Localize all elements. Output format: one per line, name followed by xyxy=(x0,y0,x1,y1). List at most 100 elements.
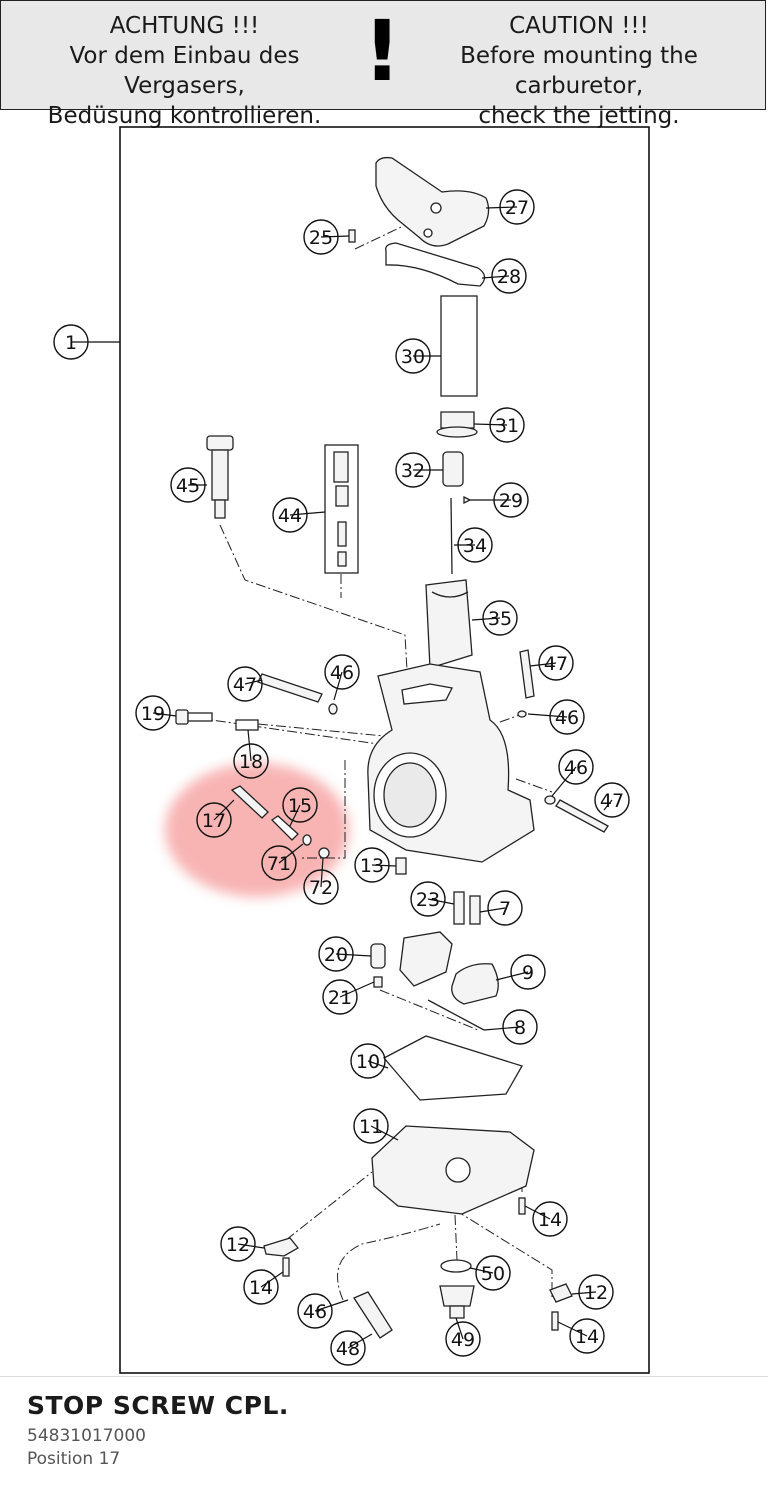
part-name: STOP SCREW CPL. xyxy=(27,1391,289,1420)
callout-number: 45 xyxy=(176,475,200,497)
callout-46: 46 xyxy=(527,699,585,735)
callout-number: 25 xyxy=(309,227,333,249)
caution-german-heading: ACHTUNG !!! xyxy=(109,13,260,39)
callout-14: 14 xyxy=(243,1269,284,1305)
callout-number: 50 xyxy=(481,1263,505,1285)
part-shapes xyxy=(175,156,609,1339)
callout-number: 47 xyxy=(600,790,624,812)
callout-1: 1 xyxy=(53,324,89,360)
callout-28: 28 xyxy=(481,258,527,294)
callout-number: 49 xyxy=(451,1329,475,1351)
callout-12: 12 xyxy=(220,1226,265,1262)
callout-number: 28 xyxy=(497,266,521,288)
callout-labels: 1789101112121314141415171819202123252728… xyxy=(53,189,630,1366)
caution-banner: ACHTUNG !!! Vor dem Einbau des Vergasers… xyxy=(0,0,766,129)
callout-49: 49 xyxy=(445,1317,481,1357)
callout-27: 27 xyxy=(485,189,535,225)
callout-number: 27 xyxy=(505,197,529,219)
callout-8: 8 xyxy=(483,1009,538,1045)
callout-number: 23 xyxy=(416,889,440,911)
callout-number: 7 xyxy=(499,898,511,920)
caution-english: CAUTION !!! Before mounting the carburet… xyxy=(395,11,763,131)
callout-number: 35 xyxy=(488,608,512,630)
callout-35: 35 xyxy=(471,600,518,636)
callout-number: 30 xyxy=(401,346,425,368)
callout-number: 18 xyxy=(239,751,263,773)
callout-9: 9 xyxy=(495,954,546,990)
callout-number: 34 xyxy=(463,535,487,557)
callout-25: 25 xyxy=(303,219,350,255)
caution-german-line-1: Vor dem Einbau des Vergasers, xyxy=(69,43,300,99)
callout-72: 72 xyxy=(303,857,339,905)
callout-10: 10 xyxy=(350,1043,389,1079)
callout-number: 10 xyxy=(356,1051,380,1073)
callout-50: 50 xyxy=(469,1255,511,1291)
callout-12: 12 xyxy=(571,1274,614,1310)
callout-47: 47 xyxy=(594,782,630,818)
carburetor-exploded-view: 1789101112121314141415171819202123252728… xyxy=(53,126,650,1374)
callout-21: 21 xyxy=(322,979,375,1015)
callout-number: 44 xyxy=(278,505,302,527)
caution-english-line-2: check the jetting. xyxy=(478,103,680,129)
part-number: 54831017000 xyxy=(27,1426,146,1446)
caution-english-heading: CAUTION !!! xyxy=(509,13,649,39)
callout-11: 11 xyxy=(353,1108,399,1144)
callout-44: 44 xyxy=(272,497,326,533)
callout-14: 14 xyxy=(557,1318,605,1354)
caution-german-line-2: Bedüsung kontrollieren. xyxy=(47,103,322,129)
callout-number: 12 xyxy=(226,1234,250,1256)
callout-20: 20 xyxy=(318,936,372,972)
caution-english-line-1: Before mounting the carburetor, xyxy=(460,43,698,99)
callout-number: 14 xyxy=(575,1326,599,1348)
callout-number: 72 xyxy=(309,877,333,899)
callout-number: 48 xyxy=(336,1338,360,1360)
callout-46: 46 xyxy=(551,749,594,797)
callout-15: 15 xyxy=(282,787,318,827)
callout-number: 17 xyxy=(202,810,226,832)
callout-number: 14 xyxy=(538,1209,562,1231)
callout-71: 71 xyxy=(261,843,304,881)
callout-number: 71 xyxy=(267,853,291,875)
callout-48: 48 xyxy=(330,1330,373,1366)
callout-31: 31 xyxy=(473,407,525,443)
callout-number: 32 xyxy=(401,460,425,482)
highlight-position-17 xyxy=(165,763,349,897)
callout-23: 23 xyxy=(410,881,455,917)
callout-47: 47 xyxy=(529,645,574,681)
callout-number: 14 xyxy=(249,1277,273,1299)
callout-45: 45 xyxy=(170,467,207,503)
callout-13: 13 xyxy=(354,847,397,883)
callout-19: 19 xyxy=(135,695,177,731)
callout-number: 1 xyxy=(65,332,77,354)
caution-german: ACHTUNG !!! Vor dem Einbau des Vergasers… xyxy=(7,11,362,131)
callout-number: 8 xyxy=(514,1017,526,1039)
callout-number: 31 xyxy=(495,415,519,437)
part-detail-panel: STOP SCREW CPL. 54831017000 Position 17 xyxy=(0,1376,768,1492)
callout-47: 47 xyxy=(227,666,263,702)
callout-number: 46 xyxy=(303,1301,327,1323)
callout-number: 11 xyxy=(359,1116,383,1138)
assembly-frame xyxy=(119,126,650,1374)
callout-32: 32 xyxy=(395,452,443,488)
callout-number: 13 xyxy=(360,855,384,877)
exclamation-icon: ! xyxy=(363,2,402,100)
callout-7: 7 xyxy=(479,890,523,926)
callout-number: 15 xyxy=(288,795,312,817)
callout-46: 46 xyxy=(297,1293,349,1329)
callout-number: 19 xyxy=(141,703,165,725)
callout-number: 12 xyxy=(584,1282,608,1304)
callout-number: 47 xyxy=(233,674,257,696)
callout-17: 17 xyxy=(196,799,235,838)
callout-number: 46 xyxy=(555,707,579,729)
callout-number: 20 xyxy=(324,944,348,966)
callout-number: 46 xyxy=(330,662,354,684)
callout-46: 46 xyxy=(324,654,360,701)
callout-number: 21 xyxy=(328,987,352,1009)
callout-18: 18 xyxy=(233,729,269,779)
part-position: Position 17 xyxy=(27,1449,121,1469)
callout-number: 46 xyxy=(564,757,588,779)
callout-number: 29 xyxy=(499,490,523,512)
callout-number: 9 xyxy=(522,962,534,984)
callout-34: 34 xyxy=(454,527,493,563)
